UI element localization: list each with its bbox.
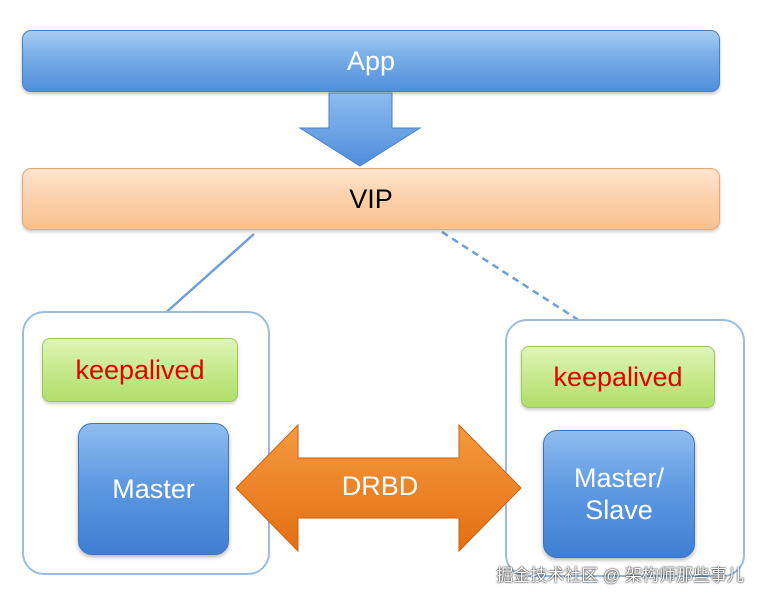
watermark-text: 掘金技术社区 @ 架构师那些事儿 <box>496 566 744 585</box>
keepalived-left-label: keepalived <box>75 354 205 385</box>
app-bar: App <box>22 30 720 92</box>
app-to-vip-arrow <box>298 92 422 167</box>
master-server-box: Master <box>78 423 229 555</box>
vip-label: VIP <box>349 183 393 214</box>
master-slave-label-line1: Master/ <box>573 462 665 493</box>
master-server-label: Master <box>112 473 195 504</box>
keepalived-left-box: keepalived <box>42 338 238 402</box>
vip-bar: VIP <box>22 168 720 230</box>
drbd-label: DRBD <box>341 471 419 501</box>
drbd-double-arrow <box>235 423 522 553</box>
keepalived-right-label: keepalived <box>553 361 683 392</box>
keepalived-right-box: keepalived <box>521 346 715 408</box>
app-label: App <box>346 45 396 76</box>
master-slave-label-line2: Slave <box>585 495 653 525</box>
master-slave-server-box: Master/ Slave <box>543 430 695 558</box>
